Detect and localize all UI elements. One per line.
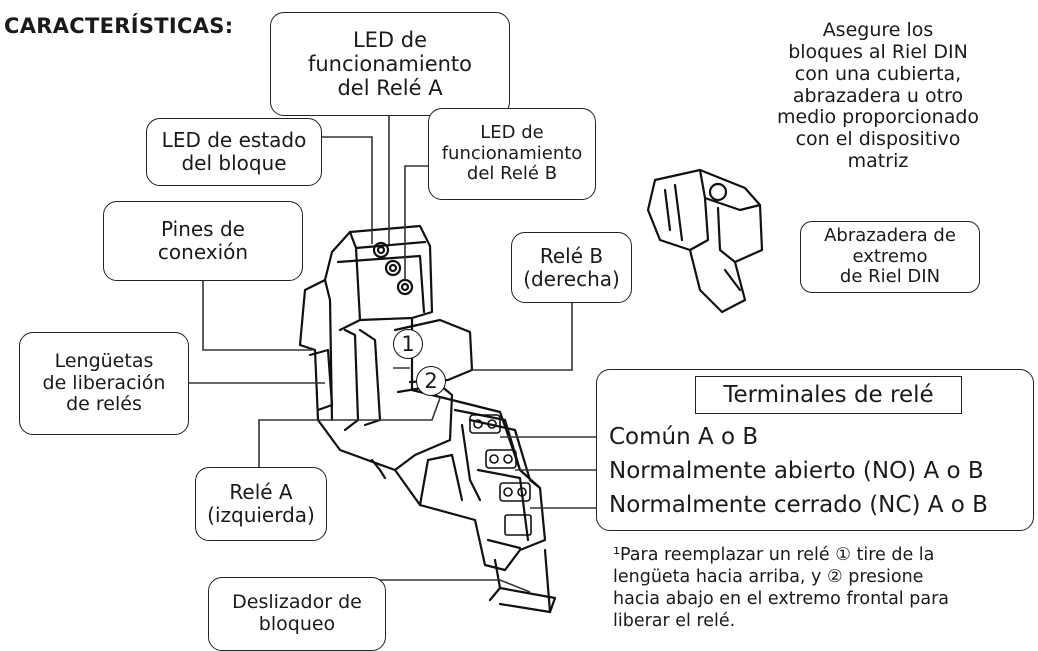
terminals-title: Terminales de relé (695, 376, 962, 414)
step-marker-2: 2 (416, 366, 446, 396)
terminal-screws (469, 414, 532, 536)
callout-release-tabs: Lengüetas de liberación de relés (19, 332, 189, 435)
callout-relay-a: Relé A (izquierda) (195, 467, 327, 541)
callout-connection-pins: Pines de conexión (103, 201, 303, 281)
callout-led-relay-b: LED de funcionamiento del Relé B (428, 108, 596, 200)
callout-din-clamp: Abrazadera de extremo de Riel DIN (800, 221, 980, 293)
terminal-common: Común A o B (609, 424, 759, 450)
step-marker-1: 1 (393, 329, 423, 359)
terminals-panel: Terminales de relé Común A o B Normalmen… (596, 369, 1034, 531)
terminal-normally-closed: Normalmente cerrado (NC) A o B (609, 492, 988, 518)
terminal-normally-open: Normalmente abierto (NO) A o B (609, 458, 984, 484)
callout-led-relay-a: LED de funcionamiento del Relé A (270, 12, 510, 116)
din-rail-note: Asegure los bloques al Riel DIN con una … (776, 19, 980, 173)
relay-replacement-footnote: ¹Para reemplazar un relé ① tire de la le… (613, 545, 949, 631)
led-dots (372, 241, 414, 296)
callout-lock-slider: Deslizador de bloqueo (208, 577, 386, 651)
callout-relay-b: Relé B (derecha) (511, 232, 632, 303)
din-clamp-drawing (646, 168, 764, 314)
features-heading: CARACTERÍSTICAS: (4, 14, 234, 38)
callout-led-block-status: LED de estado del bloque (146, 118, 322, 186)
relay-module-drawing (298, 224, 557, 614)
